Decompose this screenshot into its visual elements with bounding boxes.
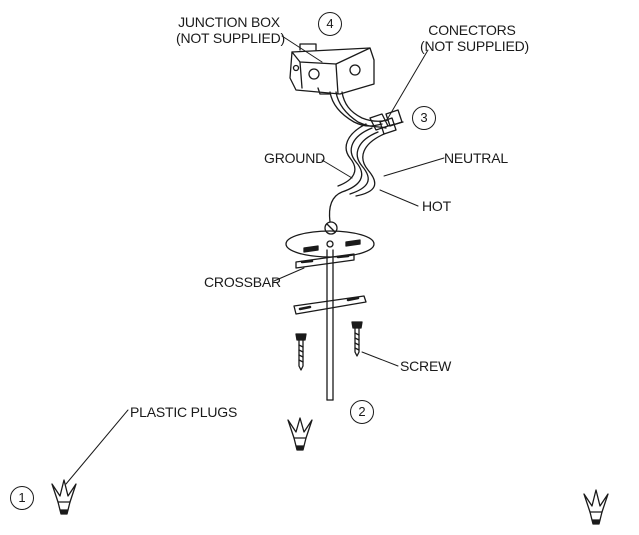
step-number-1: 1: [10, 486, 34, 510]
junction-box: [289, 43, 375, 95]
plastic-plugs-label: PLASTIC PLUGS: [130, 404, 238, 420]
plastic-plug-left: [51, 479, 77, 515]
screw-left: [295, 333, 307, 371]
leader-lines: [65, 35, 445, 485]
crossbar-spare: [293, 295, 367, 315]
screw-right: [351, 321, 363, 357]
junction-box-label-line2: (NOT SUPPLIED): [176, 30, 285, 46]
connectors-label-line2: (NOT SUPPLIED): [420, 38, 529, 54]
neutral-label: NEUTRAL: [444, 150, 508, 166]
plastic-plug-center: [287, 417, 313, 451]
crossbar: [295, 253, 355, 269]
step-number-3: 3: [412, 106, 436, 130]
connectors-label-line1: CONECTORS: [428, 22, 516, 38]
crossbar-label: CROSSBAR: [204, 274, 281, 290]
hot-label: HOT: [422, 198, 451, 214]
threaded-rod: [326, 249, 334, 401]
connectors-label: CONECTORS (NOT SUPPLIED): [420, 22, 529, 54]
canopy-plate: [285, 230, 375, 258]
step-number-4: 4: [318, 12, 342, 36]
fixture-wires: [328, 123, 385, 223]
plastic-plug-right: [583, 489, 609, 525]
ground-nut: [324, 221, 338, 235]
wire-connectors: [369, 109, 404, 135]
step-number-2: 2: [350, 400, 374, 424]
screw-label: SCREW: [400, 358, 452, 374]
junction-box-label: JUNCTION BOX (NOT SUPPLIED): [176, 14, 285, 46]
supply-wires: [329, 91, 389, 129]
ground-label: GROUND: [264, 150, 326, 166]
junction-box-label-line1: JUNCTION BOX: [178, 14, 280, 30]
